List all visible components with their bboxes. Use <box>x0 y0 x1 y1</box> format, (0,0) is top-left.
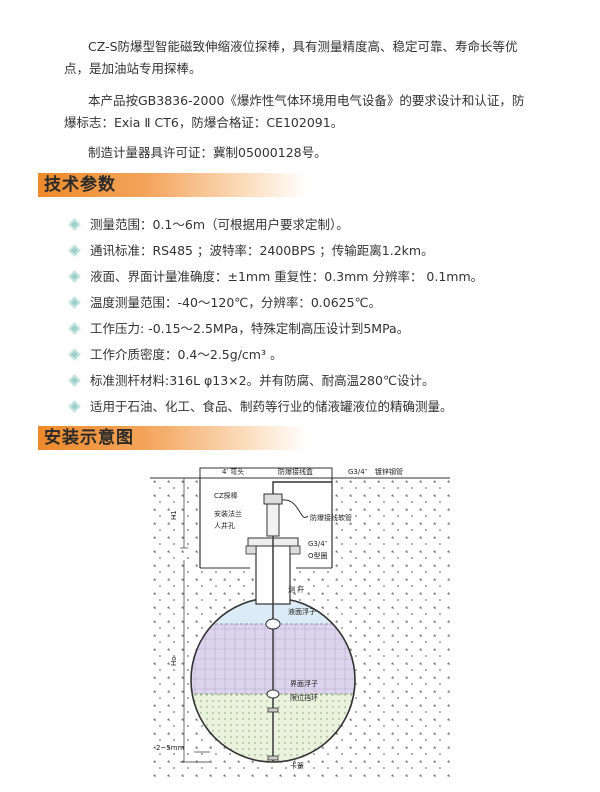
section-title-installation: 安装示意图 <box>44 428 134 448</box>
diamond-bullet-icon <box>68 348 81 361</box>
label-h1: H1 <box>170 510 178 520</box>
diagram-labels: 4′ 弯头 防爆接线盒 G3/4″ 镀锌钢管 CZ探棒 安装法兰 防爆接线软管 … <box>156 467 403 770</box>
label-rod: 测 杆 <box>288 585 304 594</box>
label-pipe-size: G3/4″ <box>348 468 368 476</box>
label-interface-float: 界面浮子 <box>290 679 318 688</box>
intro-p2-line2: 爆标志：Exia Ⅱ CT6，防爆合格证：CE102091。 <box>64 115 344 130</box>
spring-clip <box>267 755 279 761</box>
junction-box <box>263 493 283 505</box>
galvanized-pipe <box>272 481 332 494</box>
label-spring: 卡簧 <box>290 761 304 770</box>
list-item: 温度测量范围：-40～120℃，分辨率：0.0625℃。 <box>68 290 483 316</box>
label-oring: O型圈 <box>308 551 328 560</box>
label-gap: 2~5mm <box>156 744 185 752</box>
label-elbow: 4′ 弯头 <box>222 467 244 476</box>
label-ho: Ho <box>170 656 178 666</box>
section-header-installation: 安装示意图 <box>38 426 308 450</box>
diamond-bullet-icon <box>68 218 81 231</box>
diamond-bullet-icon <box>68 270 81 283</box>
intro-p3: 制造计量器具许可证：冀制05000128号。 <box>88 145 327 160</box>
section-title-specs: 技术参数 <box>44 175 116 195</box>
list-item: 通讯标准：RS485 ；波特率：2400BPS ；传输距离1.2km。 <box>68 238 483 264</box>
diamond-bullet-icon <box>68 322 81 335</box>
interface-float <box>266 689 280 699</box>
label-manhole: 人井孔 <box>214 521 235 530</box>
probe-assembly <box>263 481 332 762</box>
section-header-specs: 技术参数 <box>38 173 308 197</box>
label-galvanized-pipe: 镀锌钢管 <box>375 467 403 476</box>
diamond-bullet-icon <box>68 400 81 413</box>
list-item: 液面、界面计量准确度：±1mm 重复性：0.3mm 分辨率： 0.1mm。 <box>68 264 483 290</box>
label-level-float: 液面浮子 <box>288 607 316 616</box>
label-g34: G3/4″ <box>308 540 328 548</box>
dimension-lines <box>180 477 210 763</box>
intro-p1-line1: CZ-S防爆型智能磁致伸缩液位探棒，具有测量精度高、稳定可靠、寿命长等优 <box>88 39 518 54</box>
label-cz-probe: CZ探棒 <box>214 491 238 500</box>
diamond-bullet-icon <box>68 296 81 309</box>
intro-paragraph-2: 本产品按GB3836-2000《爆炸性气体环境用电气设备》的要求设计和认证，防 … <box>64 90 564 134</box>
limit-ring <box>267 707 279 713</box>
intro-p2-line1: 本产品按GB3836-2000《爆炸性气体环境用电气设备》的要求设计和认证，防 <box>88 93 525 108</box>
label-hose: 防爆接线软管 <box>310 513 352 522</box>
installation-diagram: 4′ 弯头 防爆接线盒 G3/4″ 镀锌钢管 CZ探棒 安装法兰 防爆接线软管 … <box>150 467 450 780</box>
cz-probe-head <box>266 501 280 537</box>
explosion-proof-hose <box>281 499 309 519</box>
level-float <box>265 618 281 630</box>
diamond-bullet-icon <box>68 374 81 387</box>
list-item: 工作介质密度：0.4～2.5g/cm³ 。 <box>68 342 483 368</box>
list-item: 适用于石油、化工、食品、制药等行业的储液罐液位的精确测量。 <box>68 394 483 420</box>
list-item: 标准测杆材料:316L φ13×2。并有防腐、耐高温280℃设计。 <box>68 368 483 394</box>
label-flange: 安装法兰 <box>214 509 242 518</box>
intro-p1-line2: 点，是加油站专用探棒。 <box>64 61 202 76</box>
specs-list: 测量范围：0.1～6m（可根据用户要求定制）。 通讯标准：RS485 ；波特率：… <box>68 212 483 420</box>
list-item: 工作压力: -0.15～2.5MPa，特殊定制高压设计到5MPa。 <box>68 316 483 342</box>
label-junction-box: 防爆接线盒 <box>278 467 313 476</box>
intro-paragraph-1: CZ-S防爆型智能磁致伸缩液位探棒，具有测量精度高、稳定可靠、寿命长等优 点，是… <box>64 36 564 80</box>
diamond-bullet-icon <box>68 244 81 257</box>
intro-paragraph-3: 制造计量器具许可证：冀制05000128号。 <box>64 142 564 164</box>
label-limit-ring: 限位挡环 <box>290 693 318 702</box>
list-item: 测量范围：0.1～6m（可根据用户要求定制）。 <box>68 212 483 238</box>
